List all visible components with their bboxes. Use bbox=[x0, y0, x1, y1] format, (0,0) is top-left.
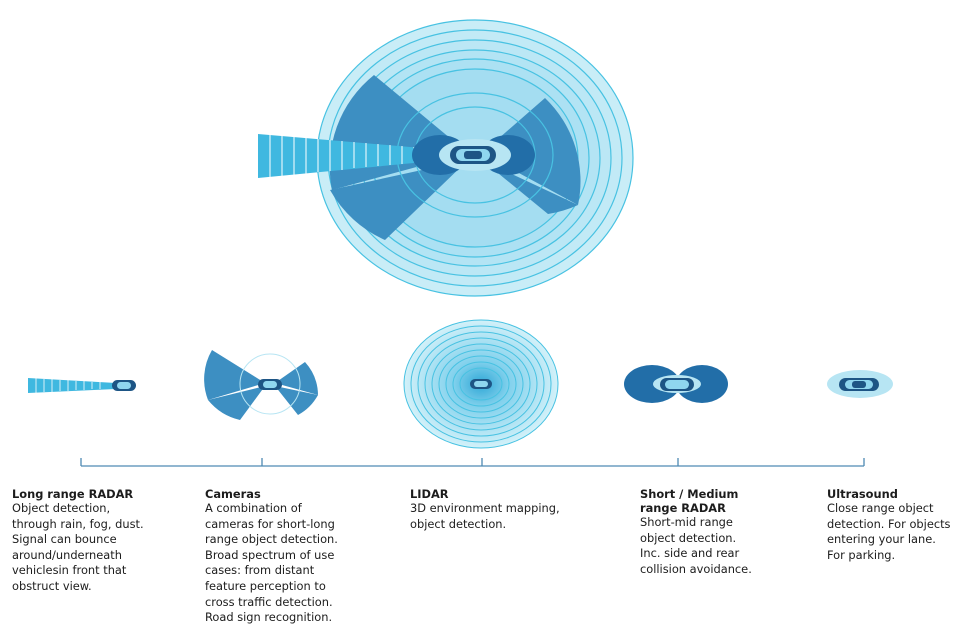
sensor-long-range-radar: Long range RADAR Object detection, throu… bbox=[12, 487, 177, 595]
sensor-title: Cameras bbox=[205, 487, 261, 501]
sensor-cameras: Cameras A combination of cameras for sho… bbox=[205, 487, 380, 626]
sensor-title: LIDAR bbox=[410, 487, 449, 501]
sensor-short-medium-radar: Short / Medium range RADAR Short-mid ran… bbox=[640, 487, 800, 577]
sensor-description: Short-mid range object detection. Inc. s… bbox=[640, 515, 752, 576]
sensor-title: Long range RADAR bbox=[12, 487, 134, 501]
range-axis bbox=[80, 458, 865, 467]
lidar-icon bbox=[403, 319, 559, 449]
sensor-title: Ultrasound bbox=[827, 487, 898, 501]
sensor-description: Close range object detection. For object… bbox=[827, 501, 951, 562]
combined-coverage-view bbox=[258, 19, 634, 297]
short-medium-radar-icon bbox=[624, 365, 728, 403]
car-icon-large bbox=[450, 146, 496, 164]
sensor-lidar: LIDAR 3D environment mapping, object det… bbox=[410, 487, 595, 532]
sensor-ultrasound: Ultrasound Close range object detection.… bbox=[827, 487, 962, 563]
sensor-description: A combination of cameras for short-long … bbox=[205, 501, 338, 625]
sensor-description: Object detection, through rain, fog, dus… bbox=[12, 501, 144, 593]
ultrasound-icon bbox=[827, 370, 893, 398]
long-range-radar-icon bbox=[28, 378, 136, 393]
sensor-title: Short / Medium range RADAR bbox=[640, 487, 739, 515]
sensor-description: 3D environment mapping, object detection… bbox=[410, 501, 560, 531]
cameras-icon bbox=[204, 350, 318, 420]
